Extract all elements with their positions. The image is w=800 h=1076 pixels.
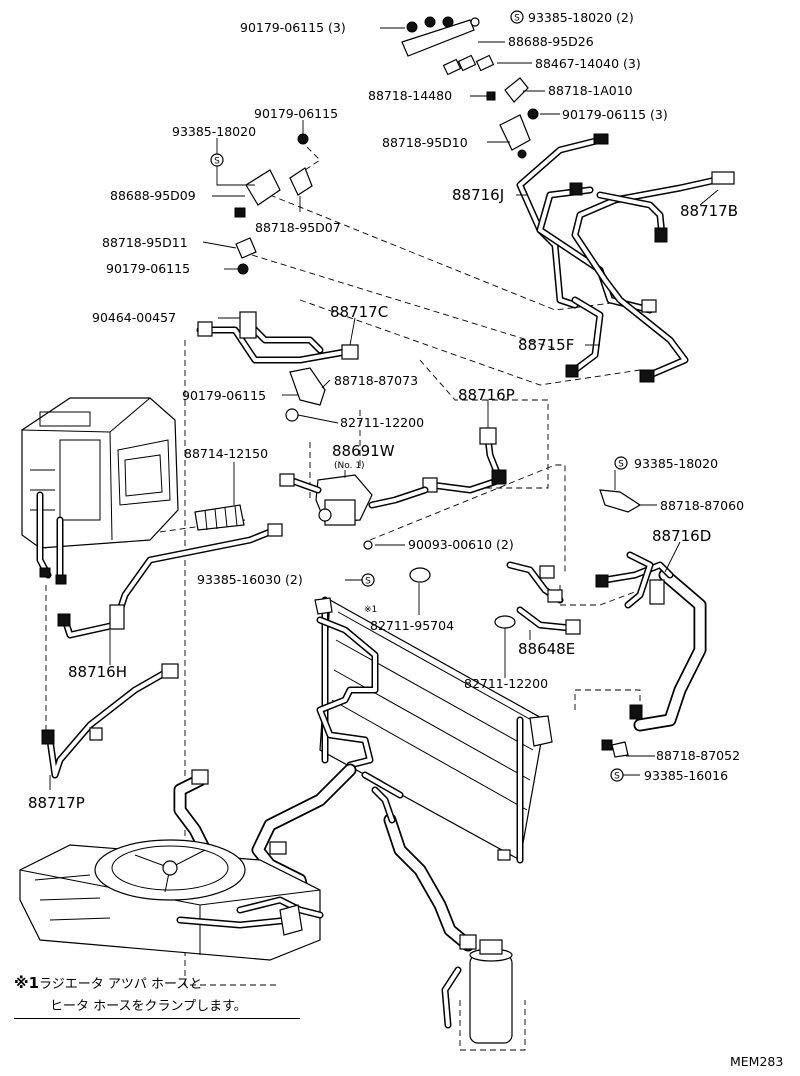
s-symbol-glyphs: S S S S S: [214, 14, 624, 782]
label-88716d: 88716D: [652, 527, 711, 545]
label-82711-95704: 82711-95704: [370, 618, 454, 633]
label-88688-95d26: 88688-95D26: [508, 34, 594, 49]
label-90179-06115-3: 90179-06115 (3): [240, 20, 346, 35]
label-93385-16030: 93385-16030 (2): [197, 572, 303, 587]
label-93385-18020: 93385-18020: [172, 124, 256, 139]
label-no-1: (No. 1): [334, 461, 365, 471]
part-labels: 90179-06115 (3) 93385-18020 (2) 88688-95…: [28, 10, 744, 812]
label-88716p: 88716P: [458, 386, 515, 404]
compressor-area: [19, 839, 324, 961]
s-symbol: S: [514, 14, 520, 24]
label-90179-06115-left: 90179-06115: [106, 261, 190, 276]
label-88718-95d11: 88718-95D11: [102, 235, 188, 250]
note-line-1: ラジエータ アツパ ホースと: [39, 977, 203, 992]
label-88718-87060: 88718-87060: [660, 498, 744, 513]
label-93385-18020-2: 93385-18020 (2): [528, 10, 634, 25]
note-mark: ※1: [14, 974, 40, 992]
label-93385-16016: 93385-16016: [644, 768, 728, 783]
expansion-valve: [194, 473, 429, 550]
hose-clamps-group: [409, 561, 581, 635]
note-line-2: ヒータ ホースをクランプします。: [14, 996, 300, 1019]
label-82711-12200-lower: 82711-12200: [464, 676, 548, 691]
leader-lines: [49, 27, 719, 790]
label-88714-12150: 88714-12150: [184, 446, 268, 461]
label-82711-12200-upper: 82711-12200: [340, 415, 424, 430]
label-88718-95d07: 88718-95D07: [255, 220, 341, 235]
label-88467-14040: 88467-14040 (3): [535, 56, 641, 71]
label-88691w: 88691W: [332, 442, 395, 460]
insulator-tube: [194, 504, 245, 531]
label-88648e: 88648E: [518, 640, 575, 658]
label-88718-14480: 88718-14480: [368, 88, 452, 103]
label-88717b: 88717B: [680, 202, 738, 220]
top-brackets-and-clamps: S S S S S: [210, 10, 628, 782]
label-90464-00457: 90464-00457: [92, 310, 176, 325]
label-note-mark: ※1: [364, 605, 377, 615]
condenser: [314, 596, 553, 864]
label-88718-87052: 88718-87052: [656, 748, 740, 763]
label-90179-06115-mid: 90179-06115: [182, 388, 266, 403]
label-93385-18020-right: 93385-18020: [634, 456, 718, 471]
label-90179-06115-upper: 90179-06115: [254, 106, 338, 121]
s-symbol: S: [614, 772, 620, 782]
label-88718-1a010: 88718-1A010: [548, 83, 633, 98]
label-88716j: 88716J: [452, 186, 504, 204]
label-90093-00610: 90093-00610 (2): [408, 537, 514, 552]
label-88718-87073: 88718-87073: [334, 373, 418, 388]
figure-code: MEM283: [730, 1054, 784, 1069]
mid-pipes: [196, 311, 507, 494]
s-symbol: S: [618, 460, 624, 470]
upper-right-pipes: [516, 133, 735, 383]
label-88717p: 88717P: [28, 794, 85, 812]
label-90179-06115-3b: 90179-06115 (3): [562, 107, 668, 122]
right-pipe-88716d: [595, 489, 707, 758]
s-symbol: S: [365, 577, 371, 587]
label-88688-95d09: 88688-95D09: [110, 188, 196, 203]
label-88718-95d10: 88718-95D10: [382, 135, 468, 150]
label-88717c: 88717C: [330, 303, 388, 321]
label-88715f: 88715F: [518, 336, 574, 354]
receiver-dryer: [441, 939, 513, 1044]
label-88716h: 88716H: [68, 663, 127, 681]
clamp-note: ※1ラジエータ アツパ ホースと ヒータ ホースをクランプします。: [14, 972, 314, 1019]
left-lower-pipes: [41, 523, 283, 779]
s-symbol: S: [214, 157, 220, 167]
cooling-unit: [21, 397, 179, 585]
